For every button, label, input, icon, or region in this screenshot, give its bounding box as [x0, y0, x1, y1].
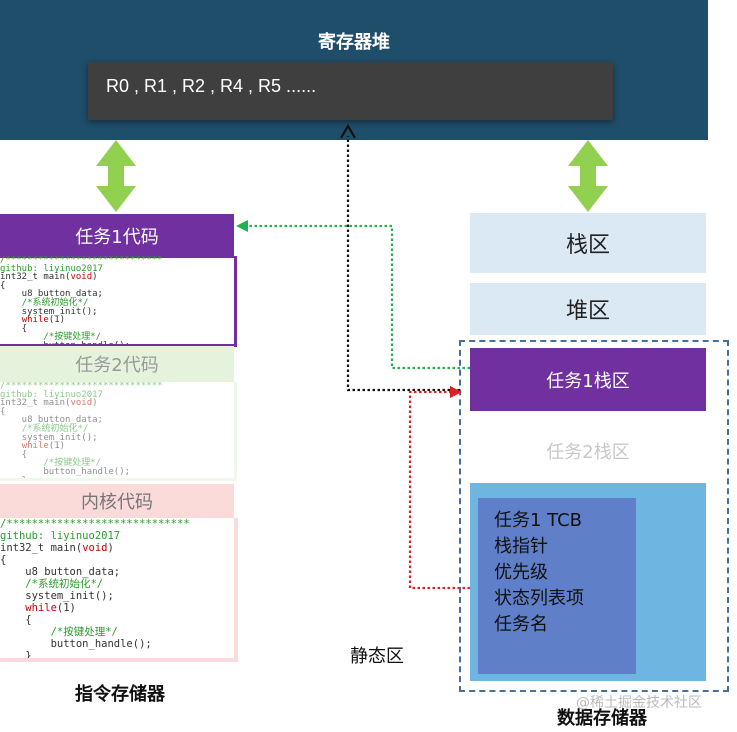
task1-code-block: /*****************************github: li… — [0, 256, 237, 347]
register-list-box — [88, 62, 613, 120]
tcb-fields: 任务1 TCB 栈指针 优先级 状态列表项 任务名 — [494, 508, 584, 638]
code-line: github: liyinuo2017 — [0, 263, 103, 274]
tcb-title: 任务1 TCB — [494, 510, 583, 531]
code-line: while(1) — [21, 315, 66, 326]
instruction-memory-label: 指令存储器 — [75, 684, 165, 705]
code-line: { — [0, 614, 32, 626]
watermark: @稀土掘金技术社区 — [576, 695, 702, 711]
code-line: system_init(); — [0, 590, 114, 602]
code-line: while(1) — [21, 441, 66, 452]
register-list: R0 , R1 , R2 , R4 , R5 ...... — [106, 76, 317, 96]
task2-stack-area: 任务2栈区 — [546, 442, 630, 463]
code-line: button_handle(); — [0, 466, 131, 477]
data-memory-label: 数据存储器 — [557, 708, 647, 729]
code-line: { — [0, 554, 7, 566]
tcb-panel — [478, 498, 636, 674]
code-line: github: liyinuo2017 — [0, 530, 121, 542]
red-arrowhead — [450, 386, 462, 398]
black-arrowhead — [340, 123, 356, 139]
green-dotted-arrow — [246, 224, 470, 370]
code-line: /*按键处理*/ — [43, 332, 102, 343]
code-line: } — [0, 650, 32, 662]
green-arrowhead — [236, 220, 248, 232]
register-instruction-double-arrow — [96, 140, 136, 212]
task2-code-header: 任务2代码 — [0, 346, 234, 382]
black-dotted-arrow — [346, 136, 460, 392]
code-line: /***************************** — [0, 256, 163, 265]
code-line: github: liyinuo2017 — [0, 389, 103, 400]
tcb-field-stack-pointer: 栈指针 — [494, 536, 548, 557]
code-line: u8 button_data; — [0, 415, 103, 426]
kernel-code-header: 内核代码 — [0, 484, 234, 518]
code-line: /*按键处理*/ — [43, 458, 102, 469]
code-line: { — [0, 323, 28, 334]
code-line: system_init(); — [0, 432, 98, 443]
code-line: u8 button_data; — [0, 566, 121, 578]
stack-area: 栈区 — [470, 213, 706, 273]
register-heap-title: 寄存器堆 — [318, 32, 390, 53]
code-line: while(1) — [25, 602, 76, 614]
code-line: /*按键处理*/ — [50, 626, 118, 638]
code-line: int32_t main(void) — [0, 398, 98, 409]
task2-code-block: /*****************************github: li… — [0, 382, 237, 481]
code-line: u8 button_data; — [0, 289, 103, 300]
code-line: button_handle(); — [0, 638, 152, 650]
static-region-dashed-box — [459, 340, 729, 692]
heap-area: 堆区 — [470, 283, 706, 335]
code-line: int32_t main(void) — [0, 542, 114, 554]
task1-code-header: 任务1代码 — [0, 214, 234, 258]
code-line: int32_t main(void) — [0, 272, 98, 283]
code-line: /*系统初始化*/ — [21, 423, 89, 434]
tcb-field-state-list-item: 状态列表项 — [494, 588, 584, 609]
code-line: { — [0, 406, 6, 417]
register-data-double-arrow — [568, 140, 608, 212]
code-line: /***************************** — [0, 518, 190, 530]
code-line: /***************************** — [0, 382, 163, 391]
task1-stack-area: 任务1栈区 — [470, 348, 706, 411]
code-line: { — [0, 449, 28, 460]
kernel-code-block: /*****************************github: li… — [0, 518, 238, 662]
tcb-field-task-name: 任务名 — [494, 614, 548, 635]
code-line: system_init(); — [0, 306, 98, 317]
static-area-label: 静态区 — [350, 646, 404, 667]
red-dotted-arrow — [408, 390, 470, 590]
tcb-field-priority: 优先级 — [494, 562, 548, 583]
code-line: /*系统初始化*/ — [25, 578, 104, 590]
code-line: button_handle(); — [0, 340, 131, 347]
code-line: } — [0, 475, 28, 481]
code-line: /*系统初始化*/ — [21, 297, 89, 308]
code-line: { — [0, 280, 6, 291]
